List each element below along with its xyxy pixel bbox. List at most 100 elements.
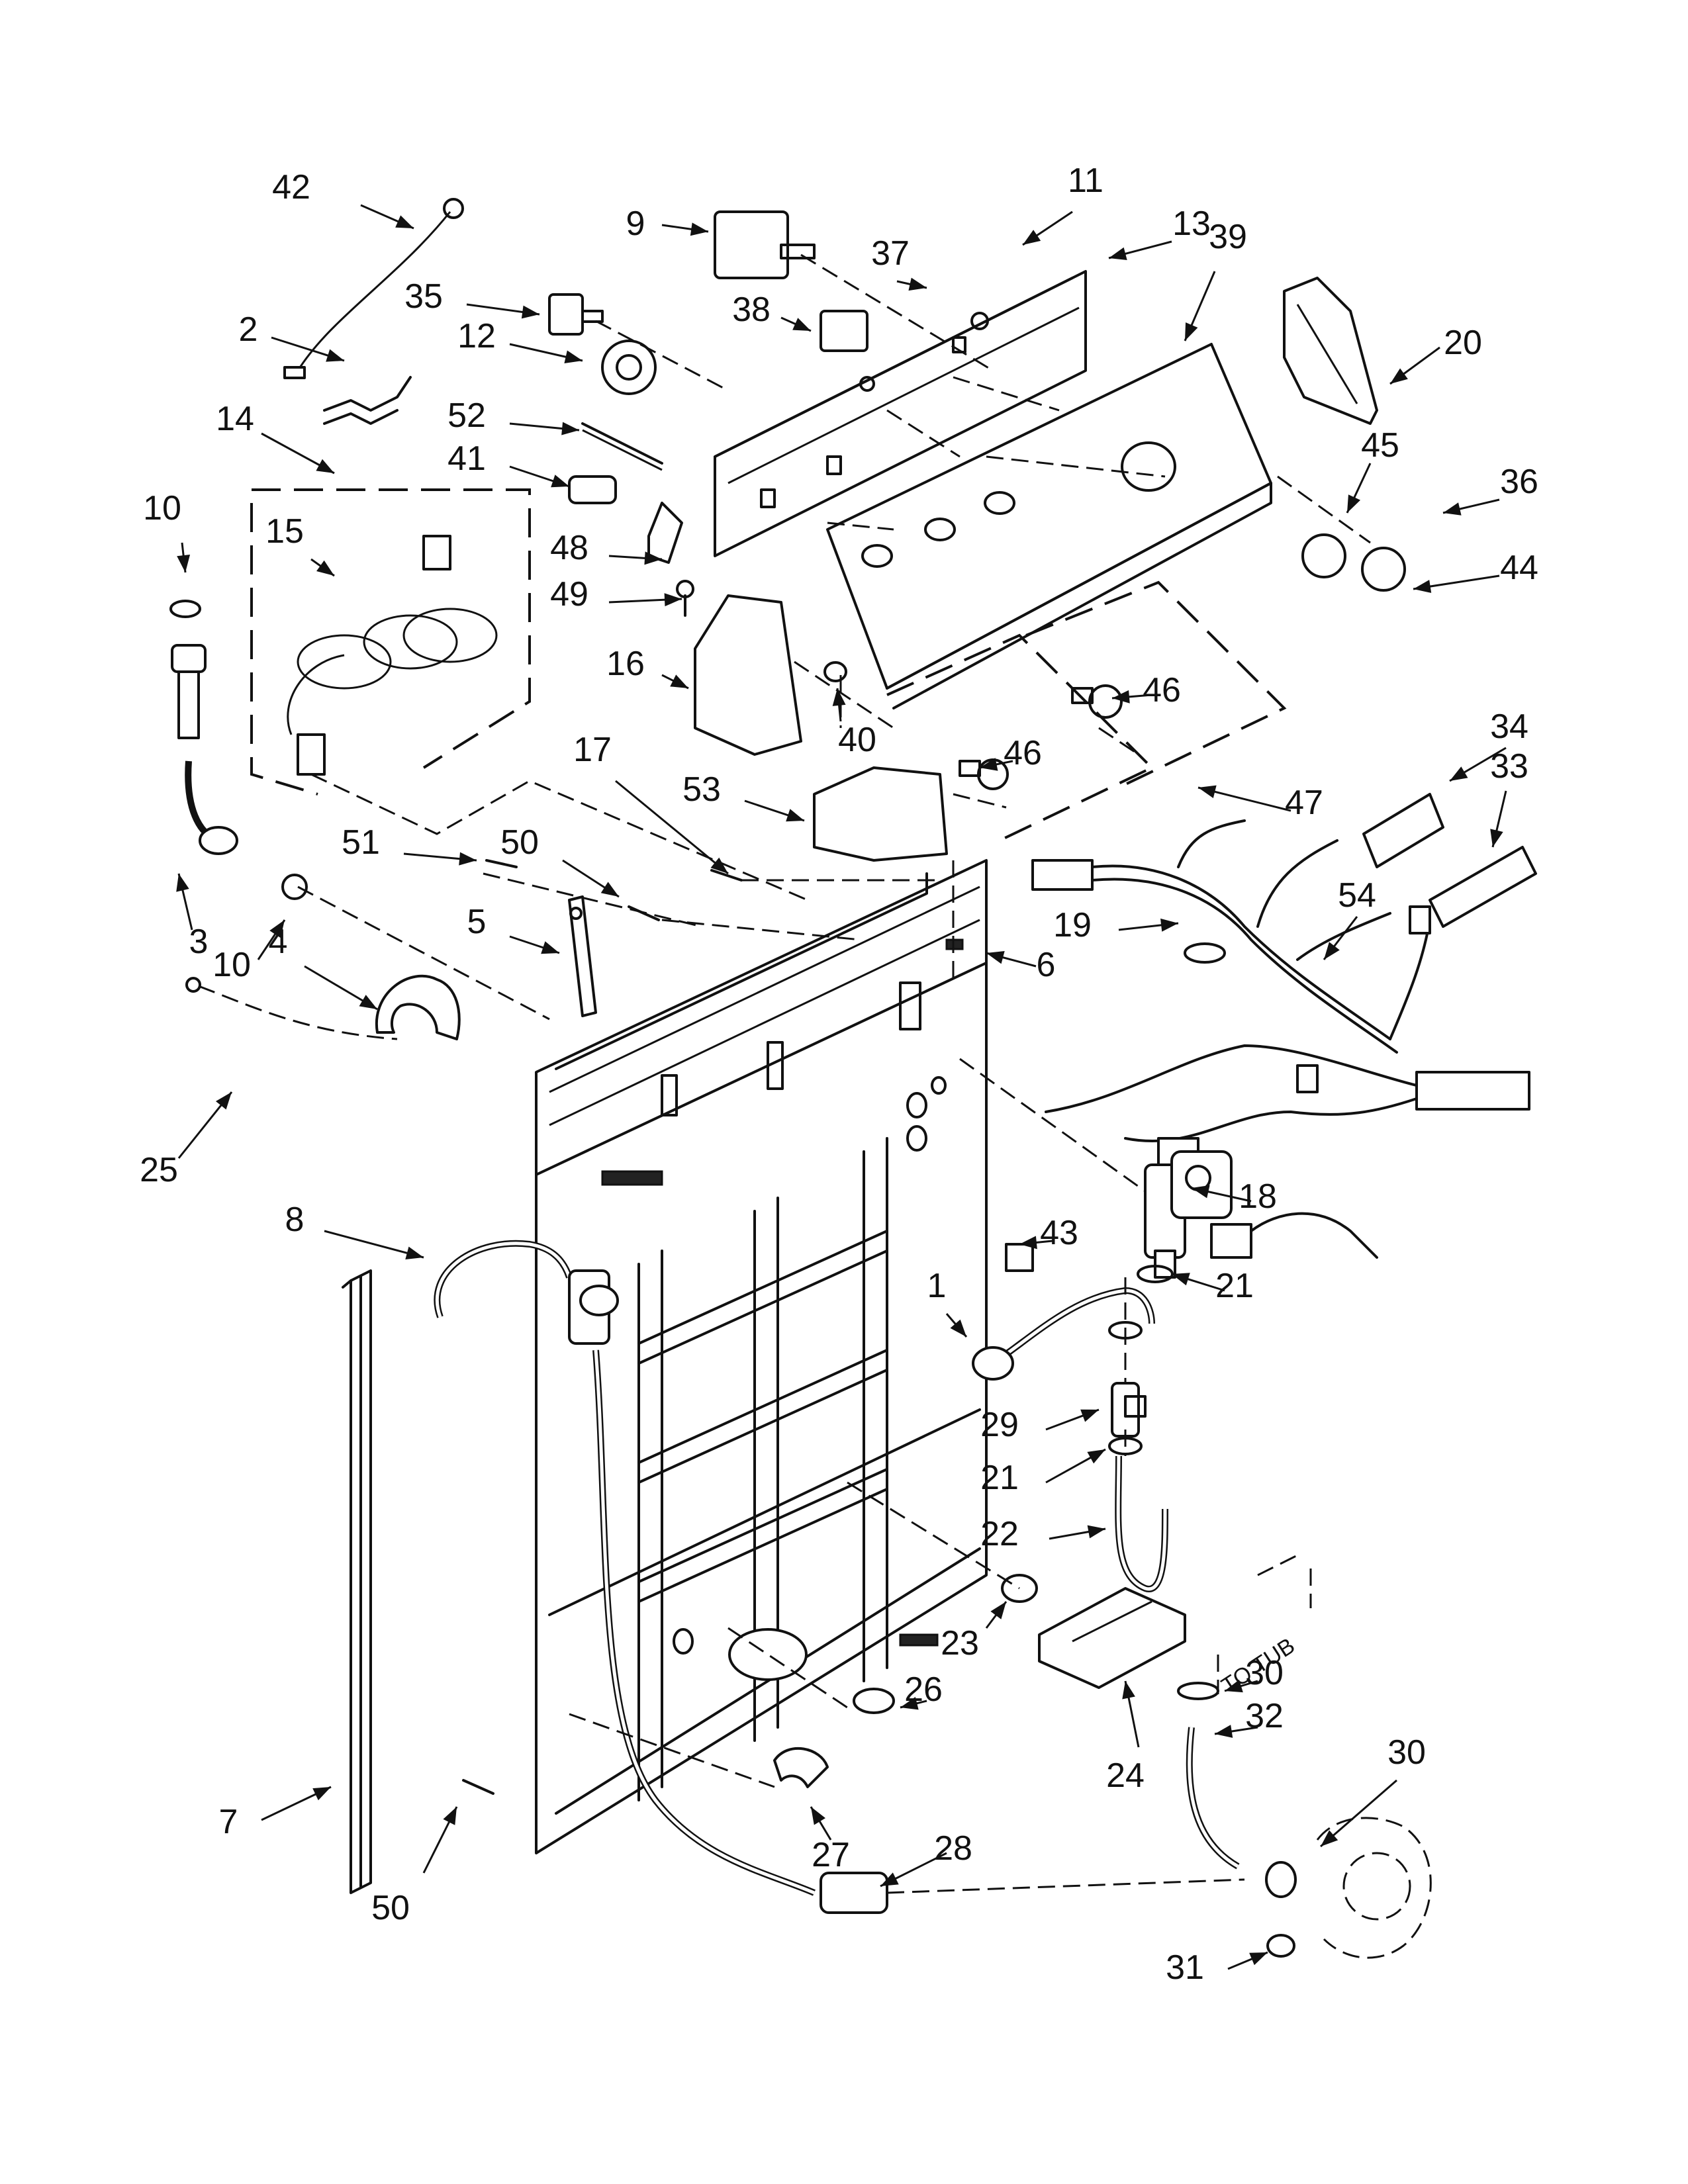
callout-arrow-head	[1413, 580, 1432, 593]
callout-11: 11	[1022, 161, 1103, 246]
inlet-hose	[171, 644, 238, 855]
callout-number: 54	[1338, 876, 1376, 915]
coupling-28	[820, 1872, 888, 1914]
knob-kit-47	[886, 580, 1287, 842]
callout-52: 52	[447, 396, 580, 435]
callout-49: 49	[550, 575, 682, 614]
callout-8: 8	[285, 1201, 424, 1259]
pressure-switch-12	[601, 340, 657, 395]
fill-hose	[972, 1287, 1155, 1381]
callout-39: 39	[1184, 218, 1247, 341]
bracket-34	[1362, 793, 1444, 868]
clip-48	[647, 502, 683, 564]
callout-arrow-head	[1109, 247, 1127, 261]
callout-arrow-head	[215, 1092, 232, 1110]
callout-arrow-line	[615, 780, 729, 875]
callout-6: 6	[986, 946, 1055, 984]
callout-14: 14	[216, 400, 335, 475]
callout-number: 8	[285, 1201, 305, 1239]
water-valve	[1144, 1150, 1233, 1279]
clip-43	[1005, 1243, 1034, 1272]
callout-12: 12	[457, 317, 583, 363]
callout-16: 16	[606, 645, 689, 690]
callout-number: 14	[216, 400, 254, 438]
callout-25: 25	[140, 1091, 233, 1189]
callout-4: 4	[269, 923, 378, 1011]
callout-45: 45	[1346, 426, 1399, 514]
callout-5: 5	[467, 903, 560, 954]
callout-number: 41	[447, 439, 486, 478]
callout-arrow-head	[908, 277, 927, 291]
callout-arrow-head	[1160, 918, 1178, 932]
callout-number: 23	[941, 1624, 979, 1662]
callout-number: 26	[904, 1670, 943, 1709]
callout-arrow-head	[1112, 690, 1130, 704]
callout-19: 19	[1053, 906, 1179, 944]
callout-10: 10	[143, 489, 191, 573]
callout-7: 7	[219, 1786, 332, 1841]
callout-arrow-head	[564, 350, 583, 363]
callout-number: 1	[927, 1267, 947, 1305]
callout-arrow-head	[1324, 942, 1340, 960]
callout-arrow-head	[986, 951, 1005, 964]
callout-number: 16	[606, 645, 645, 683]
callout-53: 53	[682, 770, 805, 822]
end-cap-16	[694, 594, 802, 756]
callout-2: 2	[239, 310, 345, 362]
callout-number: 24	[1106, 1756, 1145, 1795]
plug-40	[823, 661, 847, 682]
callout-arrow-head	[1347, 494, 1361, 513]
callout-arrow-head	[710, 857, 728, 874]
callout-number: 47	[1285, 784, 1323, 822]
callout-number: 37	[871, 234, 910, 273]
switch-9	[714, 210, 816, 279]
callout-number: 42	[272, 168, 310, 206]
console-panel	[826, 343, 1272, 709]
callout-arrow-head	[1192, 1185, 1210, 1199]
callout-number: 15	[265, 512, 304, 551]
callout-number: 7	[219, 1803, 238, 1841]
callout-arrow-head	[176, 874, 189, 892]
callout-number: 36	[1500, 463, 1538, 501]
callout-arrow-head	[1087, 1449, 1105, 1464]
callout-48: 48	[550, 529, 663, 567]
callout-35: 35	[404, 277, 540, 319]
switch-35	[548, 293, 604, 336]
callout-27: 27	[810, 1806, 850, 1874]
callout-29: 29	[980, 1406, 1100, 1444]
callout-number: 27	[812, 1836, 850, 1874]
callout-38: 38	[732, 291, 812, 332]
callout-number: 45	[1361, 426, 1399, 465]
washer-10-bottom	[281, 874, 308, 900]
callout-number: 33	[1490, 747, 1528, 786]
callout-10: 10	[212, 919, 286, 984]
callout-arrow-head	[900, 1696, 919, 1710]
callout-arrow-head	[1450, 766, 1468, 781]
pump-bracket	[1038, 1587, 1186, 1689]
callout-arrow-head	[1490, 829, 1503, 847]
callout-50: 50	[500, 823, 620, 898]
callout-20: 20	[1389, 324, 1482, 385]
callout-arrow-head	[1019, 1236, 1037, 1250]
callout-number: 43	[1040, 1214, 1078, 1252]
callout-arrow-head	[990, 1602, 1006, 1619]
callout-33: 33	[1490, 747, 1528, 848]
callout-arrow-head	[786, 809, 804, 822]
callout-number: 32	[1245, 1697, 1284, 1735]
valve-29	[1111, 1382, 1147, 1437]
callout-number: 20	[1444, 324, 1482, 362]
callout-24: 24	[1106, 1680, 1145, 1795]
callout-arrow-head	[670, 674, 688, 688]
callout-number: 40	[838, 721, 876, 759]
knobs-44-45-46	[959, 533, 1406, 790]
callout-number: 46	[1004, 734, 1042, 772]
callout-number: 10	[143, 489, 181, 527]
callout-50: 50	[371, 1806, 458, 1927]
callout-number: 9	[626, 205, 645, 243]
pump-outline	[1316, 1817, 1432, 1959]
lid-lock-38	[820, 310, 868, 352]
power-cord-kit	[250, 488, 531, 796]
hood-53	[813, 766, 948, 862]
callout-number: 30	[1387, 1733, 1426, 1772]
